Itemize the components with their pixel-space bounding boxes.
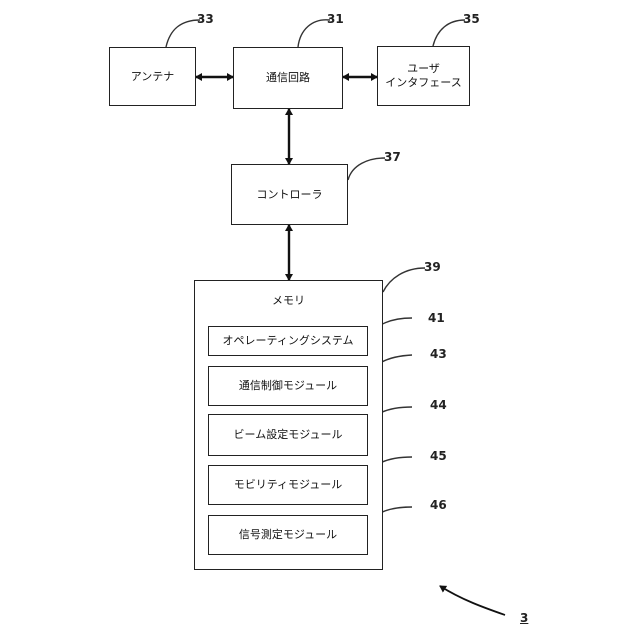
ref-35: 35 <box>463 12 480 26</box>
module-mobility: モビリティモジュール <box>208 465 368 505</box>
ref-46: 46 <box>430 498 447 512</box>
controller-block: コントローラ <box>231 164 348 225</box>
comm-circuit-label: 通信回路 <box>266 71 310 85</box>
module-operating-system: オペレーティングシステム <box>208 326 368 356</box>
ref-31: 31 <box>327 12 344 26</box>
user-interface-label: ユーザ インタフェース <box>385 62 461 90</box>
ref-33: 33 <box>197 12 214 26</box>
module-label: 信号測定モジュール <box>239 528 337 542</box>
ref-41: 41 <box>428 311 445 325</box>
comm-circuit-block: 通信回路 <box>233 47 343 109</box>
leader-31 <box>298 20 330 47</box>
ref-44: 44 <box>430 398 447 412</box>
module-signal-measurement: 信号測定モジュール <box>208 515 368 555</box>
figure-pointer-arrow <box>440 586 505 615</box>
figure-ref: 3 <box>520 611 528 625</box>
ref-43: 43 <box>430 347 447 361</box>
module-beam-setting: ビーム設定モジュール <box>208 414 368 456</box>
ref-39: 39 <box>424 260 441 274</box>
antenna-block: アンテナ <box>109 47 196 106</box>
leader-39 <box>383 268 425 292</box>
leader-33 <box>166 20 200 47</box>
module-label: オペレーティングシステム <box>222 334 353 348</box>
module-label: モビリティモジュール <box>234 478 343 492</box>
memory-label: メモリ <box>194 292 383 308</box>
leader-37 <box>348 158 385 180</box>
ref-37: 37 <box>384 150 401 164</box>
ref-45: 45 <box>430 449 447 463</box>
antenna-label: アンテナ <box>131 70 175 84</box>
module-comm-control: 通信制御モジュール <box>208 366 368 406</box>
controller-label: コントローラ <box>257 188 323 202</box>
module-label: ビーム設定モジュール <box>234 428 343 442</box>
module-label: 通信制御モジュール <box>239 379 337 393</box>
leader-35 <box>433 20 465 46</box>
user-interface-block: ユーザ インタフェース <box>377 46 470 106</box>
